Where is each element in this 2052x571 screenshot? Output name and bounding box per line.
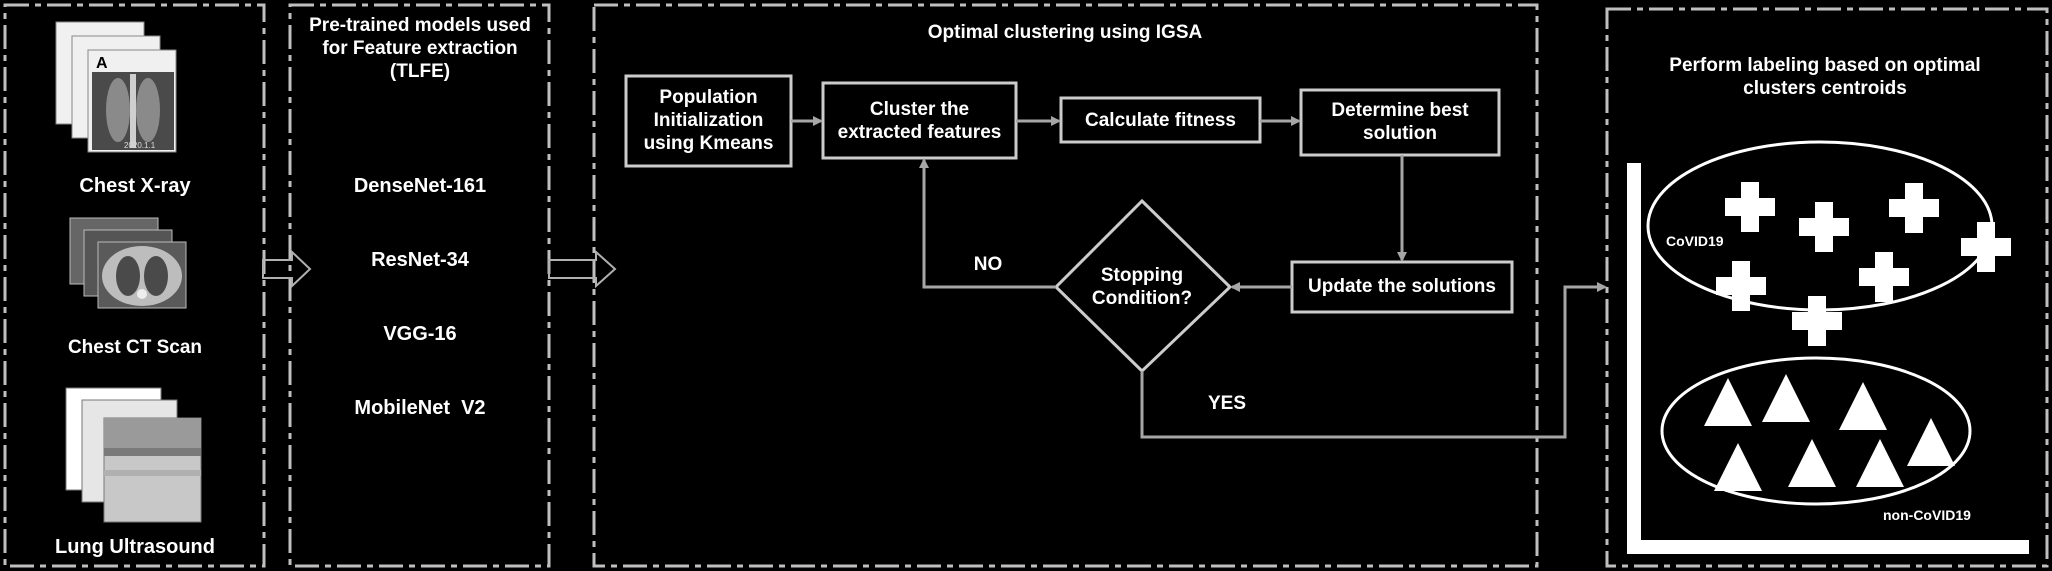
plus-marker-icon <box>1889 183 1939 233</box>
labeling-title: Perform labeling based on optimal cluste… <box>1669 55 1981 99</box>
model-densenet: DenseNet-161 <box>353 175 487 197</box>
step-population-init: Population Initialization using Kmeans <box>643 87 774 154</box>
step-cluster: Cluster the extracted features <box>837 99 1002 143</box>
plus-marker-icon <box>1961 222 2011 272</box>
input-label-lung-ultrasound: Lung Ultrasound <box>55 536 215 558</box>
plot-x-axis <box>1627 540 2029 554</box>
best-solution-box <box>1299 88 1501 157</box>
plus-marker-icon <box>1792 296 1842 346</box>
xray-tag: A <box>96 55 108 72</box>
plot-y-axis <box>1627 163 1641 552</box>
input-label-chest-ct: Chest CT Scan <box>67 337 203 358</box>
step-update: Update the solutions <box>1308 276 1496 297</box>
input-label-chest-xray: Chest X-ray <box>79 175 191 197</box>
model-mobilenet: MobileNet V2 <box>354 397 486 419</box>
step-fitness: Calculate fitness <box>1085 110 1236 131</box>
triangle-marker-icon <box>1762 374 1810 422</box>
triangle-marker-icon <box>1788 439 1836 487</box>
feature-extraction-title: Pre-trained models used for Feature extr… <box>309 15 531 82</box>
no-label: NO <box>974 254 1003 275</box>
xray-date: 2020.1.1 <box>124 141 156 150</box>
covid-class-label: CoVID19 <box>1666 233 1724 249</box>
feature-extraction-panel <box>288 3 551 568</box>
step-stopping: Stopping Condition? <box>1091 265 1193 309</box>
model-resnet: ResNet-34 <box>371 249 469 271</box>
clustering-title: Optimal clustering using IGSA <box>927 22 1203 43</box>
plus-marker-icon <box>1859 252 1909 302</box>
hollow-arrow-icon <box>548 249 617 289</box>
arrow-yes-to-labeling <box>1140 282 1607 439</box>
triangle-marker-icon <box>1839 382 1887 430</box>
model-vgg: VGG-16 <box>383 323 457 345</box>
plus-marker-icon <box>1716 261 1766 311</box>
labeling-panel <box>1605 7 2049 568</box>
yes-label: YES <box>1208 393 1246 414</box>
triangle-marker-icon <box>1856 439 1904 487</box>
triangle-marker-icon <box>1714 443 1762 491</box>
chest-xray-images <box>55 21 177 153</box>
triangle-marker-icon <box>1704 378 1752 426</box>
non-covid-class-label: non-CoVID19 <box>1883 507 1971 523</box>
plus-marker-icon <box>1725 182 1775 232</box>
step-best-solution: Determine best solution <box>1331 100 1469 144</box>
chest-ct-images <box>69 217 187 309</box>
plus-marker-icon <box>1799 202 1849 252</box>
triangle-marker-icon <box>1907 418 1955 466</box>
clustering-panel <box>592 3 1539 568</box>
lung-ultrasound-images <box>65 387 202 523</box>
hollow-arrow-icon <box>262 249 312 289</box>
non-covid-cluster-ellipse <box>1660 356 1972 506</box>
arrow-no-loop <box>919 158 1056 289</box>
input-panel <box>3 3 266 568</box>
